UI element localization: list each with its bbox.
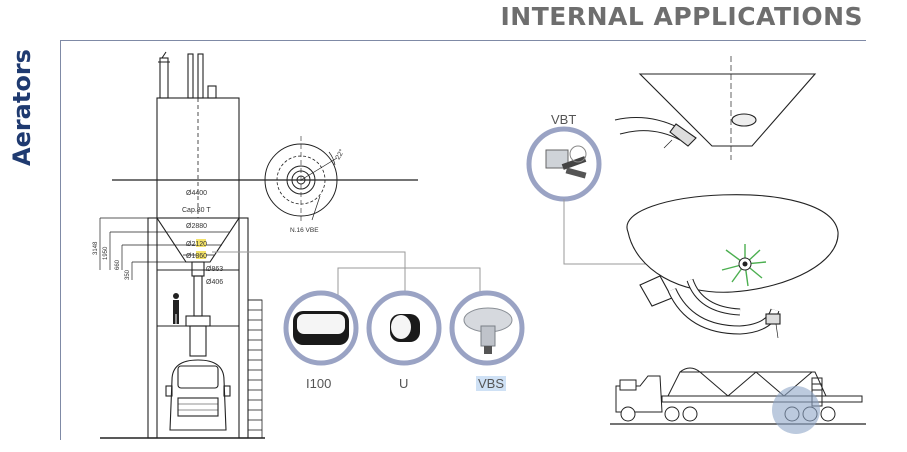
dim-diameter-mid: Ø2880 xyxy=(186,223,207,230)
label-i100: I100 xyxy=(306,376,332,391)
header-divider xyxy=(60,40,866,41)
plan-view xyxy=(264,136,338,224)
dim-diameter-b: Ø1860 xyxy=(186,253,207,260)
dim-diameter-top: Ø4400 xyxy=(186,190,207,197)
dim-diameter-d: Ø406 xyxy=(206,279,223,286)
discharge-valve xyxy=(191,261,205,277)
highlight-marker xyxy=(196,239,206,247)
tank-bowl xyxy=(626,194,839,339)
vent-filter xyxy=(207,85,217,99)
product-u xyxy=(366,290,442,366)
dimension-lines xyxy=(99,217,186,280)
vent-cap xyxy=(158,51,170,63)
dim-height-3: 660 xyxy=(115,259,121,270)
tanker-highlight-circle xyxy=(772,386,820,434)
truck-front-view xyxy=(165,359,231,431)
highlight-marker xyxy=(196,251,206,259)
label-u: U xyxy=(399,376,409,391)
dim-height-1: 3148 xyxy=(93,241,99,255)
dim-diameter-c: Ø863 xyxy=(206,266,223,273)
hopper-detail xyxy=(614,56,817,160)
loading-spout xyxy=(185,315,211,327)
person-figure xyxy=(173,293,179,324)
dim-height-2: 1950 xyxy=(103,246,109,260)
dim-diameter-a: Ø2120 xyxy=(186,241,207,248)
discharge-pipe xyxy=(193,275,203,317)
label-vbt: VBT xyxy=(551,112,577,127)
aerator-center xyxy=(742,261,748,267)
silo-elevation xyxy=(99,51,418,439)
vent-pipe xyxy=(197,53,204,99)
vent-pipe xyxy=(187,53,194,99)
loading-bellows xyxy=(189,325,207,357)
support-leg-left xyxy=(147,217,158,439)
product-vbs xyxy=(449,290,525,366)
product-vbt xyxy=(526,126,602,202)
support-leg-right xyxy=(238,217,249,439)
product-i100 xyxy=(283,290,359,366)
capacity-label: Cap.80 T xyxy=(182,207,211,214)
stairs xyxy=(247,299,263,439)
plan-note: N.16 VBE xyxy=(290,227,319,234)
vent-pipe xyxy=(159,57,169,99)
plan-angle: 22° xyxy=(334,148,346,161)
tanker-truck xyxy=(610,367,866,425)
left-divider xyxy=(60,40,61,440)
page-title: INTERNAL APPLICATIONS xyxy=(500,2,863,31)
vbt-valve-icon xyxy=(545,149,569,169)
dim-height-4: 350 xyxy=(125,269,131,280)
callout-lines xyxy=(212,251,481,297)
silo-cone xyxy=(155,217,241,263)
label-vbs: VBS xyxy=(476,376,507,391)
